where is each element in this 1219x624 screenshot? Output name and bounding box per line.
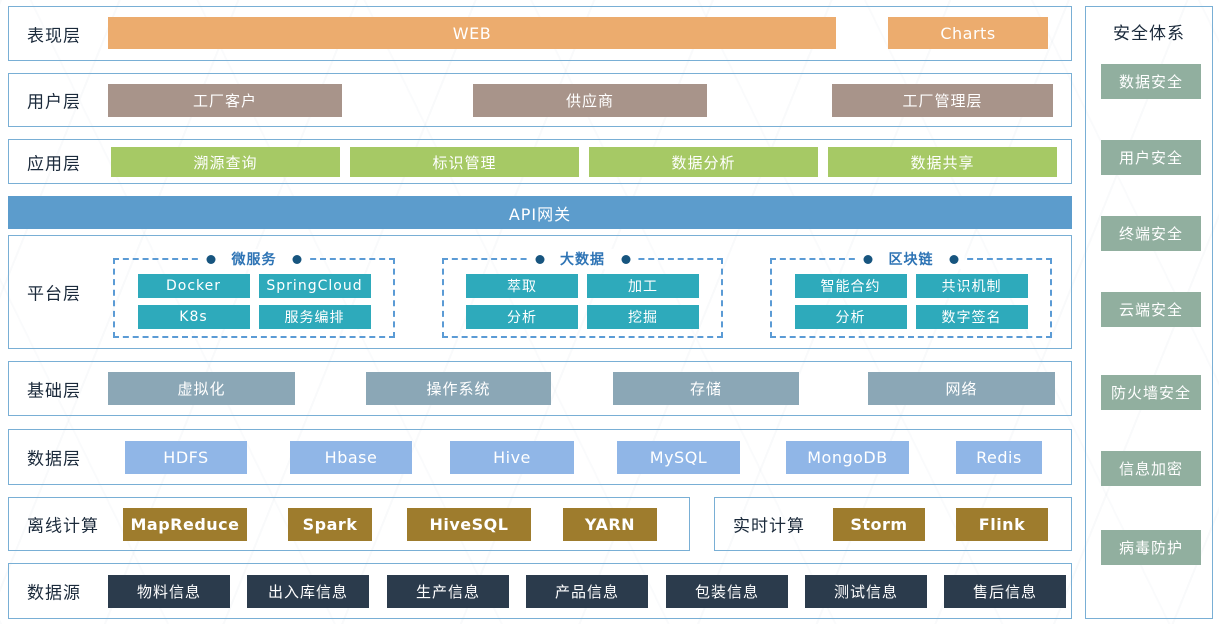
security-item: 云端安全 bbox=[1101, 292, 1201, 327]
platform-chip: 分析 bbox=[466, 304, 578, 329]
user-layer-label: 用户层 bbox=[27, 92, 81, 113]
application-item: 标识管理 bbox=[350, 147, 579, 177]
offline-compute-label: 离线计算 bbox=[27, 516, 99, 537]
user-layer-panel: 用户层 工厂客户 供应商 工厂管理层 bbox=[8, 73, 1072, 127]
security-item: 终端安全 bbox=[1101, 216, 1201, 251]
api-gateway-bar: API网关 bbox=[8, 196, 1072, 229]
bullet-icon bbox=[292, 254, 302, 264]
application-layer-label: 应用层 bbox=[27, 154, 81, 174]
realtime-item: Storm bbox=[833, 508, 925, 541]
microservice-group-title: 微服务 bbox=[231, 252, 277, 268]
presentation-layer-panel: 表现层 WEB Charts bbox=[8, 6, 1072, 61]
bullet-icon bbox=[949, 254, 959, 264]
user-item: 供应商 bbox=[473, 84, 707, 117]
datasource-item: 出入库信息 bbox=[247, 575, 369, 608]
realtime-compute-panel: 实时计算 Storm Flink bbox=[714, 497, 1072, 551]
platform-chip: 挖掘 bbox=[587, 304, 699, 329]
platform-chip: 智能合约 bbox=[794, 273, 907, 298]
user-item: 工厂管理层 bbox=[832, 84, 1053, 117]
offline-item: Spark bbox=[288, 508, 372, 541]
security-item: 信息加密 bbox=[1101, 451, 1201, 486]
bullet-icon bbox=[206, 254, 216, 264]
infrastructure-item: 虚拟化 bbox=[108, 372, 295, 405]
platform-layer-label: 平台层 bbox=[27, 284, 81, 305]
offline-compute-panel: 离线计算 MapReduce Spark HiveSQL YARN bbox=[8, 497, 690, 551]
platform-chip: K8s bbox=[137, 304, 250, 329]
blockchain-group: 区块链 智能合约 共识机制 分析 数字签名 bbox=[770, 249, 1052, 338]
datasource-item: 测试信息 bbox=[805, 575, 927, 608]
platform-chip: Docker bbox=[137, 273, 250, 298]
datasource-item: 生产信息 bbox=[387, 575, 509, 608]
realtime-compute-label: 实时计算 bbox=[733, 516, 805, 537]
offline-item: MapReduce bbox=[123, 508, 247, 541]
application-item: 数据共享 bbox=[828, 147, 1057, 177]
data-layer-item: MongoDB bbox=[786, 441, 909, 474]
platform-chip: 共识机制 bbox=[915, 273, 1028, 298]
datasource-item: 包装信息 bbox=[666, 575, 788, 608]
platform-chip: 数字签名 bbox=[915, 304, 1028, 329]
presentation-layer-label: 表现层 bbox=[27, 26, 81, 46]
infrastructure-item: 操作系统 bbox=[366, 372, 551, 405]
data-layer-item: Redis bbox=[956, 441, 1042, 474]
offline-item: YARN bbox=[563, 508, 657, 541]
infrastructure-layer-label: 基础层 bbox=[27, 381, 81, 401]
datasource-panel: 数据源 物料信息 出入库信息 生产信息 产品信息 包装信息 测试信息 售后信息 bbox=[8, 563, 1072, 619]
data-layer-item: Hive bbox=[450, 441, 574, 474]
data-layer-label: 数据层 bbox=[27, 449, 81, 470]
security-item: 数据安全 bbox=[1101, 64, 1201, 99]
application-layer-panel: 应用层 溯源查询 标识管理 数据分析 数据共享 bbox=[8, 139, 1072, 184]
presentation-item-web: WEB bbox=[108, 17, 836, 49]
data-layer-item: HDFS bbox=[125, 441, 247, 474]
security-item: 防火墙安全 bbox=[1101, 375, 1201, 410]
platform-chip: 分析 bbox=[794, 304, 907, 329]
platform-chip: 服务编排 bbox=[258, 304, 371, 329]
datasource-item: 物料信息 bbox=[108, 575, 230, 608]
platform-chip: SpringCloud bbox=[258, 273, 371, 298]
security-sidebar-title: 安全体系 bbox=[1113, 24, 1185, 44]
security-item: 用户安全 bbox=[1101, 140, 1201, 175]
platform-chip: 萃取 bbox=[466, 273, 578, 298]
datasource-item: 产品信息 bbox=[526, 575, 648, 608]
infrastructure-item: 存储 bbox=[613, 372, 799, 405]
infrastructure-layer-panel: 基础层 虚拟化 操作系统 存储 网络 bbox=[8, 361, 1072, 416]
data-layer-item: MySQL bbox=[617, 441, 740, 474]
security-item: 病毒防护 bbox=[1101, 530, 1201, 565]
datasource-label: 数据源 bbox=[27, 583, 81, 604]
platform-chip: 加工 bbox=[587, 273, 699, 298]
infrastructure-item: 网络 bbox=[868, 372, 1055, 405]
data-layer-item: Hbase bbox=[290, 441, 412, 474]
user-item: 工厂客户 bbox=[108, 84, 342, 117]
bigdata-group-legend: 大数据 bbox=[529, 249, 636, 269]
datasource-item: 售后信息 bbox=[944, 575, 1066, 608]
bullet-icon bbox=[863, 254, 873, 264]
bullet-icon bbox=[535, 254, 544, 264]
presentation-item-charts: Charts bbox=[888, 17, 1048, 49]
realtime-item: Flink bbox=[956, 508, 1048, 541]
bigdata-group-title: 大数据 bbox=[560, 252, 605, 268]
microservice-group: 微服务 Docker SpringCloud K8s 服务编排 bbox=[113, 249, 395, 338]
security-sidebar: 安全体系 数据安全 用户安全 终端安全 云端安全 防火墙安全 信息加密 病毒防护 bbox=[1085, 6, 1213, 619]
bullet-icon bbox=[621, 254, 630, 264]
blockchain-group-legend: 区块链 bbox=[857, 249, 965, 269]
data-layer-panel: 数据层 HDFS Hbase Hive MySQL MongoDB Redis bbox=[8, 429, 1072, 485]
platform-layer-panel: 平台层 微服务 Docker SpringCloud K8s 服务编排 大数据 … bbox=[8, 235, 1072, 349]
offline-item: HiveSQL bbox=[407, 508, 531, 541]
application-item: 数据分析 bbox=[589, 147, 818, 177]
blockchain-group-title: 区块链 bbox=[888, 252, 934, 268]
bigdata-group: 大数据 萃取 加工 分析 挖掘 bbox=[442, 249, 723, 338]
microservice-group-legend: 微服务 bbox=[200, 249, 308, 269]
application-item: 溯源查询 bbox=[111, 147, 340, 177]
